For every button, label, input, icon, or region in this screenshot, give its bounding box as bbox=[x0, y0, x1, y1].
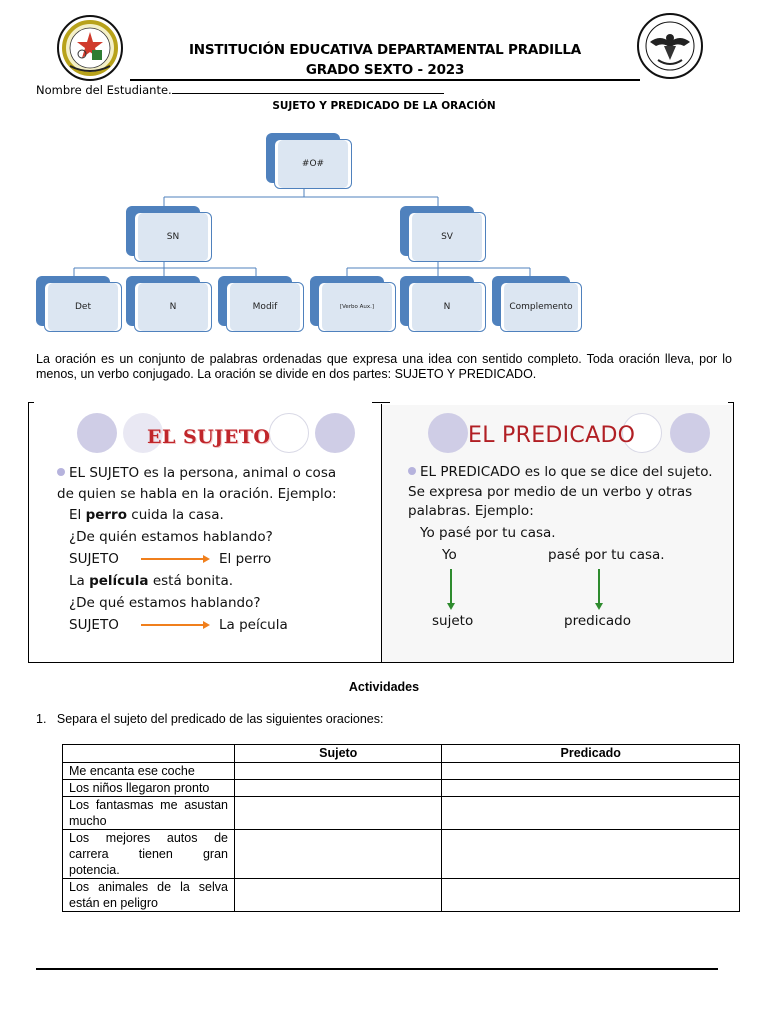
predicado-answer-cell[interactable] bbox=[441, 878, 740, 912]
student-name-field[interactable] bbox=[171, 83, 444, 94]
sujeto-answer-1: El perro bbox=[219, 551, 272, 567]
diagram-node-sv: SV bbox=[400, 206, 486, 262]
column-header-sentence bbox=[62, 744, 235, 763]
table-header-row: Sujeto Predicado bbox=[62, 744, 740, 763]
diagram-node-verbo-aux: [Verbo Aux.] bbox=[310, 276, 396, 332]
intro-paragraph: La oración es un conjunto de palabras or… bbox=[36, 352, 732, 381]
sujeto-panel: EL SUJETO EL SUJETO es la persona, anima… bbox=[29, 405, 381, 662]
column-header-predicado: Predicado bbox=[441, 744, 740, 763]
sujeto-label-2: SUJETO bbox=[69, 617, 119, 633]
sujeto-answer-cell[interactable] bbox=[233, 779, 443, 797]
frame-corner bbox=[28, 402, 34, 408]
activity-table: Sujeto Predicado Me encanta ese coche Lo… bbox=[62, 744, 740, 912]
sentence-cell: Los fantasmas me asustan mucho bbox=[62, 796, 235, 830]
sujeto-question-1: ¿De quién estamos hablando? bbox=[69, 529, 273, 545]
table-row: Me encanta ese coche bbox=[62, 762, 740, 780]
diagram-label-det: Det bbox=[48, 283, 118, 331]
diagram-label-verbo-aux: [Verbo Aux.] bbox=[322, 283, 392, 331]
predicado-example: Yo pasé por tu casa. bbox=[420, 525, 556, 541]
sentence-cell: Los niños llegaron pronto bbox=[62, 779, 235, 797]
department-seal bbox=[637, 13, 703, 79]
decor-circle bbox=[269, 413, 309, 453]
predicado-label-subject: sujeto bbox=[432, 613, 474, 629]
arrow-down-icon bbox=[447, 569, 455, 610]
diagram-node-n-left: N bbox=[126, 276, 212, 332]
student-name-label: Nombre del Estudiante. bbox=[36, 83, 172, 97]
table-row: Los niños llegaron pronto bbox=[62, 779, 740, 797]
sentence-cell: Me encanta ese coche bbox=[62, 762, 235, 780]
diagram-label-sn: SN bbox=[138, 213, 208, 261]
diagram-node-n-right: N bbox=[400, 276, 486, 332]
diagram-node-complemento: Complemento bbox=[492, 276, 582, 332]
sujeto-answer-cell[interactable] bbox=[233, 762, 443, 780]
sujeto-answer-cell[interactable] bbox=[233, 878, 443, 912]
arrow-right-icon bbox=[141, 621, 210, 629]
sentence-cell: Los animales de la selva están en peligr… bbox=[62, 878, 235, 912]
diagram-label-modif: Modif bbox=[230, 283, 300, 331]
predicado-title: EL PREDICADO bbox=[468, 423, 636, 448]
footer-rule bbox=[36, 968, 718, 970]
table-row: Los mejores autos de carrera tienen gran… bbox=[62, 829, 740, 879]
worksheet-title: SUJETO Y PREDICADO DE LA ORACIÓN bbox=[272, 100, 496, 112]
diagram-label-n-left: N bbox=[138, 283, 208, 331]
school-logo bbox=[57, 15, 123, 81]
frame-corner bbox=[728, 402, 734, 408]
sujeto-example-1: El perro cuida la casa. bbox=[69, 507, 224, 523]
decor-circle bbox=[315, 413, 355, 453]
instruction-text: Separa el sujeto del predicado de las si… bbox=[56, 712, 384, 726]
table-row: Los fantasmas me asustan mucho bbox=[62, 796, 740, 830]
predicado-label-predicate: predicado bbox=[564, 613, 631, 629]
panel-divider bbox=[381, 404, 382, 663]
sujeto-example-2: La película está bonita. bbox=[69, 573, 234, 589]
grade-year: GRADO SEXTO - 2023 bbox=[305, 62, 465, 78]
decor-circle bbox=[123, 413, 163, 453]
diagram-label-sv: SV bbox=[412, 213, 482, 261]
column-header-sujeto: Sujeto bbox=[233, 744, 443, 763]
predicado-answer-cell[interactable] bbox=[441, 762, 740, 780]
sujeto-answer-cell[interactable] bbox=[233, 829, 443, 879]
sujeto-answer-2: La peícula bbox=[219, 617, 288, 633]
diagram-node-oracion: #O# bbox=[266, 133, 352, 189]
arrow-down-icon bbox=[595, 569, 603, 610]
header-title: INSTITUCIÓN EDUCATIVA DEPARTAMENTAL PRAD… bbox=[140, 40, 630, 80]
sentence-cell: Los mejores autos de carrera tienen gran… bbox=[62, 829, 235, 879]
decor-circle bbox=[670, 413, 710, 453]
bullet-icon bbox=[408, 467, 416, 475]
activity-instruction: 1. Separa el sujeto del predicado de las… bbox=[36, 712, 383, 726]
instruction-number: 1. bbox=[36, 712, 47, 726]
diagram-label-n-right: N bbox=[412, 283, 482, 331]
predicado-answer-cell[interactable] bbox=[441, 829, 740, 879]
table-row: Los animales de la selva están en peligr… bbox=[62, 878, 740, 912]
sujeto-answer-cell[interactable] bbox=[233, 796, 443, 830]
activities-title: Actividades bbox=[348, 680, 420, 694]
sujeto-definition: EL SUJETO es la persona, animal o cosa d… bbox=[57, 465, 337, 502]
student-name-row: Nombre del Estudiante. bbox=[36, 83, 444, 97]
predicado-answer-cell[interactable] bbox=[441, 779, 740, 797]
decor-circle bbox=[428, 413, 468, 453]
arrow-right-icon bbox=[141, 555, 210, 563]
decor-circle bbox=[77, 413, 117, 453]
predicado-part-subject: Yo bbox=[442, 547, 457, 563]
school-name: INSTITUCIÓN EDUCATIVA DEPARTAMENTAL PRAD… bbox=[188, 42, 582, 58]
diagram-label-complemento: Complemento bbox=[504, 283, 578, 331]
sujeto-title: EL SUJETO bbox=[147, 426, 271, 448]
bullet-icon bbox=[57, 468, 65, 476]
predicado-part-predicate: pasé por tu casa. bbox=[548, 547, 665, 563]
diagram-node-sn: SN bbox=[126, 206, 212, 262]
predicado-panel: EL PREDICADO EL PREDICADO es lo que se d… bbox=[382, 405, 733, 662]
sujeto-label-1: SUJETO bbox=[69, 551, 119, 567]
decor-circle bbox=[622, 413, 662, 453]
sujeto-question-2: ¿De qué estamos hablando? bbox=[69, 595, 261, 611]
predicado-answer-cell[interactable] bbox=[441, 796, 740, 830]
header-rule bbox=[130, 79, 640, 81]
predicado-definition: EL PREDICADO es lo que se dice del sujet… bbox=[408, 464, 713, 519]
frame-corner bbox=[372, 402, 390, 403]
diagram-node-det: Det bbox=[36, 276, 122, 332]
diagram-label-oracion: #O# bbox=[278, 140, 348, 188]
diagram-node-modif: Modif bbox=[218, 276, 304, 332]
